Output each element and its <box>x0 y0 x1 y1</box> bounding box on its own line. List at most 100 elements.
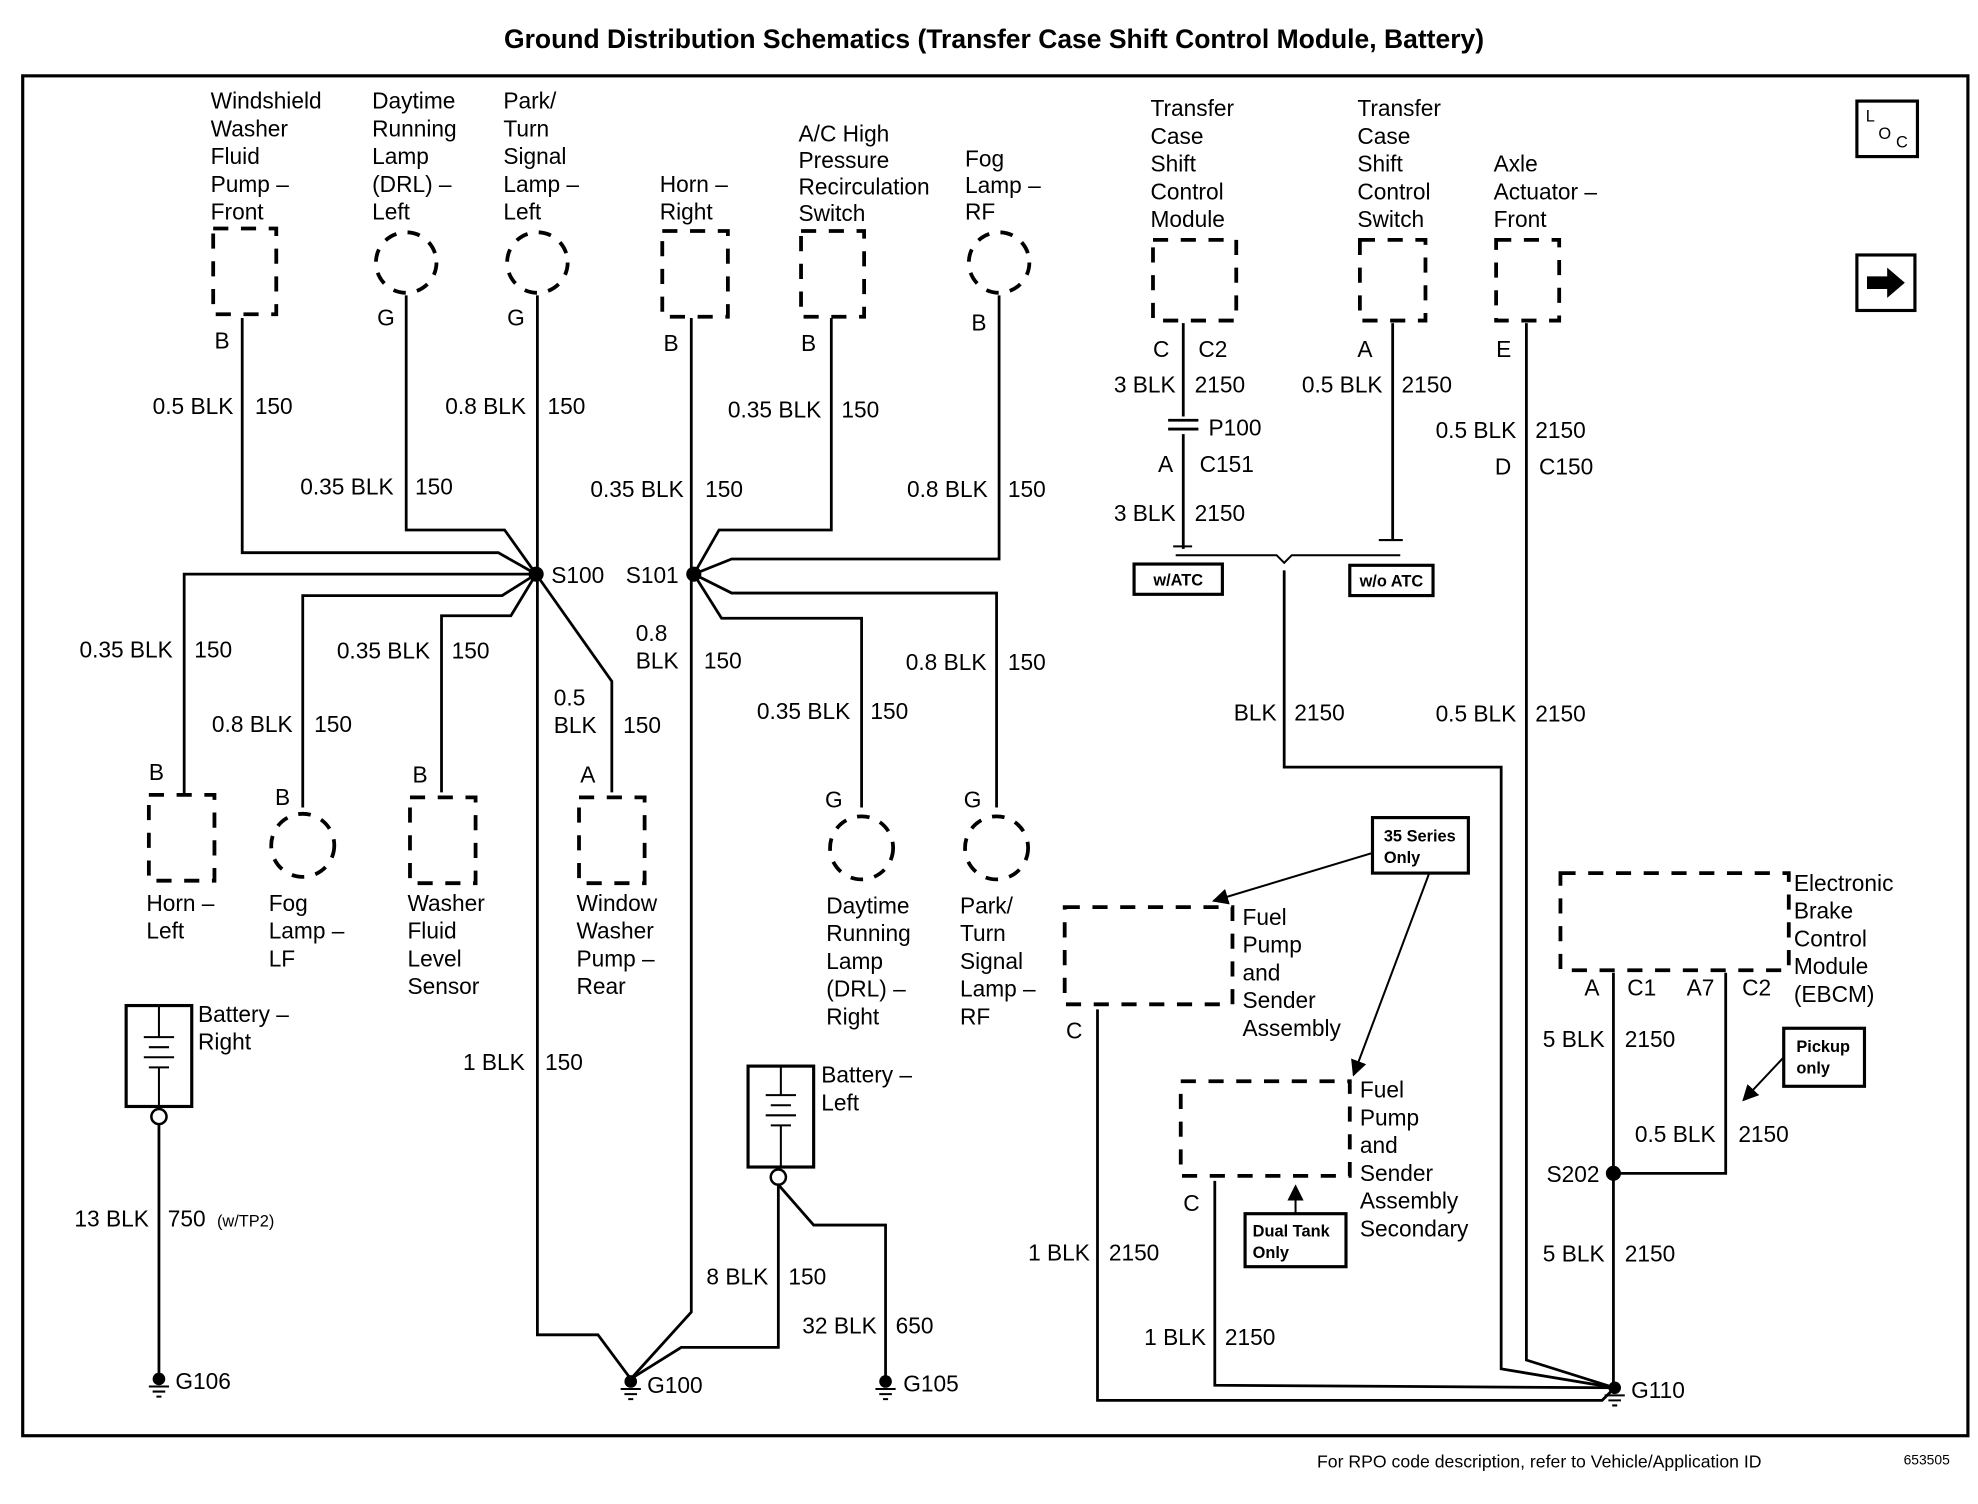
svg-text:150: 150 <box>194 636 232 662</box>
svg-text:O: O <box>1878 125 1891 143</box>
svg-text:G: G <box>825 787 843 813</box>
component-horn-left[interactable]: B Horn –Left <box>146 759 217 944</box>
svg-text:0.8 BLK: 0.8 BLK <box>907 476 988 502</box>
wire-atc-to-g110 <box>1282 570 1615 1390</box>
svg-text:A: A <box>1584 974 1600 1000</box>
svg-text:150: 150 <box>415 474 453 500</box>
svg-text:B: B <box>664 330 679 356</box>
svg-text:B: B <box>275 784 290 810</box>
svg-text:G106: G106 <box>175 1368 231 1394</box>
connector-p100: P100 <box>1168 414 1261 440</box>
wires-s100-top <box>182 295 632 1380</box>
ground-g105: G105 <box>875 1371 959 1401</box>
svg-text:C2: C2 <box>1198 336 1227 362</box>
wire-axle-actuator <box>1525 323 1616 1390</box>
svg-text:0.35 BLK: 0.35 BLK <box>300 474 393 500</box>
svg-text:2150: 2150 <box>1535 701 1585 727</box>
location-icon[interactable]: L O C <box>1855 99 1920 159</box>
splice-s101 <box>686 566 702 582</box>
svg-text:8 BLK: 8 BLK <box>706 1263 768 1289</box>
svg-text:only: only <box>1796 1060 1831 1078</box>
svg-text:w/ATC: w/ATC <box>1152 571 1203 589</box>
pointer-arrow <box>1351 872 1431 1077</box>
svg-text:1 BLK: 1 BLK <box>1028 1239 1090 1265</box>
svg-text:E: E <box>1496 336 1511 362</box>
wire-battery-left-g100 <box>630 1184 780 1381</box>
svg-text:C1: C1 <box>1627 974 1656 1000</box>
svg-text:D: D <box>1495 453 1511 479</box>
svg-text:2150: 2150 <box>1535 417 1585 443</box>
svg-text:0.5 BLK: 0.5 BLK <box>153 393 234 419</box>
svg-text:0.5 BLK: 0.5 BLK <box>1436 701 1517 727</box>
svg-text:0.35 BLK: 0.35 BLK <box>728 397 821 423</box>
option-badge-35-series: 35 Series Only <box>1370 816 1470 875</box>
component-horn-right[interactable]: Horn –Right B <box>660 171 730 356</box>
svg-text:150: 150 <box>547 393 585 419</box>
svg-text:Dual Tank: Dual Tank <box>1253 1222 1331 1240</box>
svg-text:650: 650 <box>896 1313 934 1339</box>
svg-text:G105: G105 <box>903 1371 959 1397</box>
ground-g106: G106 <box>148 1368 231 1398</box>
pointer-arrow <box>1742 1056 1785 1102</box>
svg-text:0.8 BLK: 0.8 BLK <box>906 649 987 675</box>
wire-fuel-pump <box>1096 1009 1616 1402</box>
svg-text:A: A <box>580 761 596 787</box>
ground-g110: G110 <box>1604 1377 1685 1407</box>
svg-text:13 BLK: 13 BLK <box>74 1205 148 1231</box>
ground-g100: G100 <box>620 1372 703 1401</box>
svg-text:S101: S101 <box>626 562 679 588</box>
svg-text:G: G <box>964 787 982 813</box>
svg-text:(w/TP2): (w/TP2) <box>217 1212 274 1230</box>
option-brace <box>1173 539 1403 565</box>
svg-text:B: B <box>971 310 986 336</box>
svg-text:150: 150 <box>623 712 661 738</box>
svg-text:2150: 2150 <box>1738 1121 1788 1147</box>
svg-text:150: 150 <box>452 638 490 664</box>
svg-text:C2: C2 <box>1742 974 1771 1000</box>
battery-right[interactable]: Battery –Right <box>124 1001 289 1126</box>
svg-text:C: C <box>1896 134 1908 152</box>
svg-text:2150: 2150 <box>1294 699 1344 725</box>
battery-left[interactable]: Battery –Left <box>746 1062 912 1186</box>
svg-text:5 BLK: 5 BLK <box>1543 1026 1605 1052</box>
wire-battery-left-g105 <box>777 1183 887 1379</box>
svg-text:150: 150 <box>704 648 742 674</box>
svg-text:150: 150 <box>705 476 743 502</box>
svg-text:P100: P100 <box>1208 414 1261 440</box>
svg-text:2150: 2150 <box>1109 1239 1159 1265</box>
svg-text:0.35 BLK: 0.35 BLK <box>757 698 850 724</box>
svg-text:S202: S202 <box>1547 1161 1600 1187</box>
svg-text:3 BLK: 3 BLK <box>1114 371 1176 397</box>
svg-text:BLK: BLK <box>554 712 597 738</box>
svg-text:B: B <box>149 759 164 785</box>
option-badge-wo-atc: w/o ATC <box>1348 563 1435 598</box>
svg-text:0.5: 0.5 <box>554 684 586 710</box>
svg-text:5 BLK: 5 BLK <box>1543 1241 1605 1267</box>
arrow-right-icon[interactable] <box>1855 253 1917 313</box>
